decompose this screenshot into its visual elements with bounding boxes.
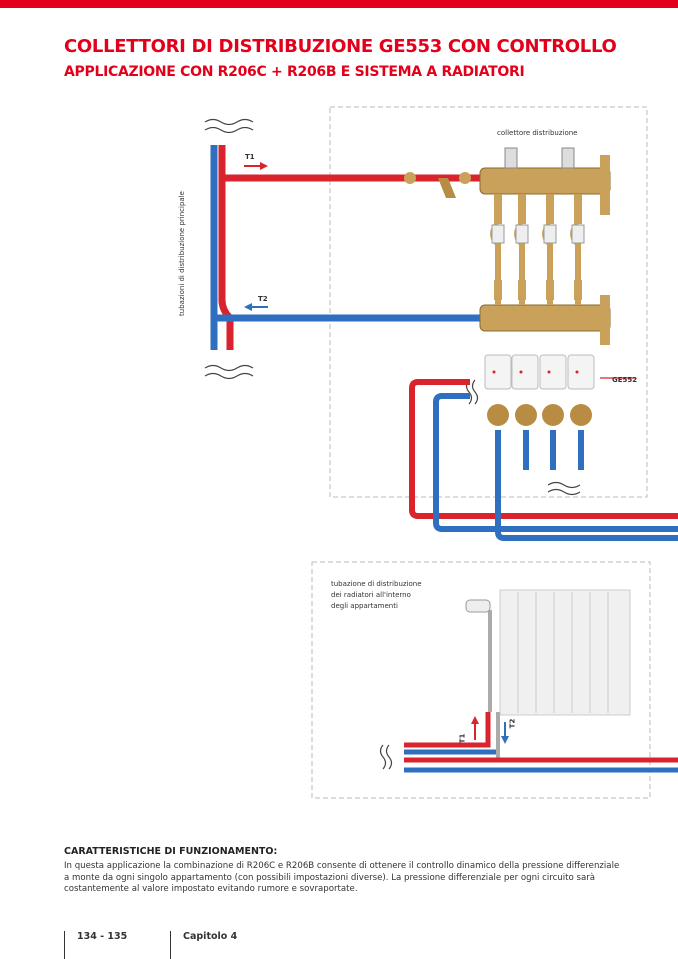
- apartment-supply: [409, 379, 678, 519]
- circuits: [490, 194, 585, 305]
- actuator-label: GE552: [612, 376, 638, 384]
- radiator-t2-label: T2: [508, 718, 517, 729]
- t1-label: T1: [245, 153, 255, 161]
- page-title: COLLETTORI DI DISTRIBUZIONE GE553 CON CO…: [64, 36, 617, 57]
- radiator-pipes-label-1: tubazione di distribuzione: [331, 580, 422, 588]
- main-pipes-label: tubazioni di distribuzione principale: [177, 191, 186, 316]
- radiator-pipes-label-2: dei radiatori all'interno: [331, 591, 411, 599]
- balancing-valves: [487, 404, 592, 426]
- radiator-box: [311, 561, 651, 799]
- section-heading: CARATTERISTICHE DI FUNZIONAMENTO:: [64, 846, 278, 857]
- footer-page-numbers: 134 - 135: [64, 931, 127, 959]
- radiator-t1-label: T1: [458, 733, 467, 744]
- return-manifold: [479, 304, 611, 332]
- break-symbol-icon: [204, 118, 581, 770]
- manifold-label: collettore distribuzione: [497, 129, 578, 137]
- manifold-box: [329, 106, 648, 498]
- t2-label: T2: [258, 295, 268, 303]
- radiator-pipes-label-3: degli appartamenti: [331, 602, 398, 610]
- supply-manifold: [479, 167, 611, 195]
- section-text: In questa applicazione la combinazione d…: [64, 861, 620, 894]
- radiator: [465, 589, 631, 716]
- page-subtitle: APPLICAZIONE CON R206C + R206B E SISTEMA…: [64, 64, 525, 80]
- top-accent-bar: [0, 0, 678, 8]
- actuators-ge552: [484, 354, 595, 390]
- footer-chapter: Capitolo 4: [170, 931, 237, 959]
